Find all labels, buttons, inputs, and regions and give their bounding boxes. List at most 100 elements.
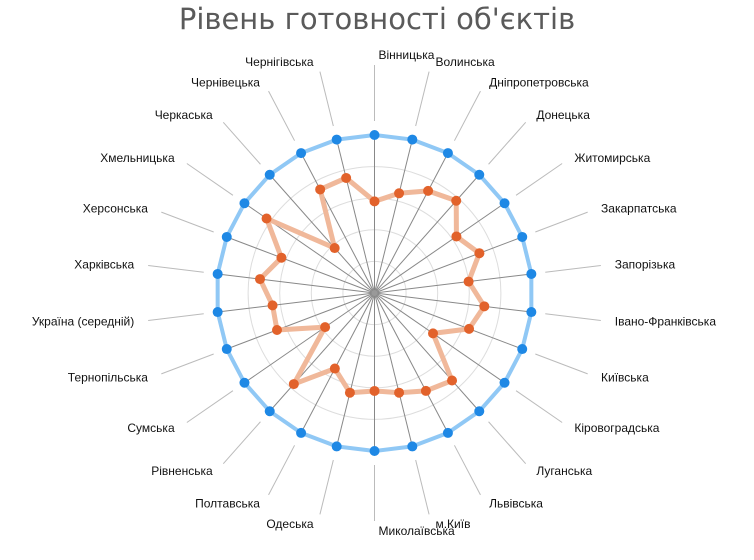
axis-spoke [300, 292, 375, 434]
label-leader-line [488, 421, 527, 464]
data-point-target [526, 307, 537, 318]
axis-spoke [374, 139, 413, 294]
data-point-actual [479, 301, 490, 312]
data-point-target [239, 198, 250, 209]
axis-label: Україна (середній) [32, 315, 134, 329]
axis-spoke [374, 292, 413, 447]
data-point-target [264, 406, 275, 417]
label-leader-line [319, 71, 334, 127]
axis-label: Житомирська [574, 151, 650, 165]
label-leader-line [545, 313, 601, 321]
axis-spoke [226, 236, 375, 294]
data-point-actual [329, 363, 340, 374]
axis-label: м.Київ [435, 517, 470, 531]
data-point-actual [394, 387, 405, 398]
label-leader-line [415, 459, 430, 515]
data-point-actual [369, 196, 380, 207]
data-point-actual [464, 323, 475, 334]
data-point-target [442, 427, 453, 438]
axis-spoke [374, 292, 480, 412]
axis-label: Львівська [489, 497, 543, 511]
axis-spoke [374, 273, 532, 294]
data-point-target [407, 441, 418, 452]
label-leader-line [148, 313, 204, 321]
label-leader-line [148, 265, 204, 273]
axis-spoke [269, 292, 375, 412]
axis-label: Херсонська [83, 202, 149, 216]
label-leader-line [488, 122, 527, 165]
axis-spoke [374, 152, 449, 294]
axis-spoke [374, 236, 523, 294]
axis-label: Миколаївська [379, 524, 456, 538]
data-point-target [474, 169, 485, 180]
data-point-target [264, 169, 275, 180]
label-leader-line [222, 421, 261, 464]
axis-label: Черкаська [155, 108, 213, 122]
axis-spoke [374, 292, 532, 313]
data-point-actual [474, 248, 485, 259]
axis-label: Київська [601, 370, 649, 384]
data-point-actual [255, 274, 266, 285]
data-point-actual [341, 172, 352, 183]
label-leader-line [268, 90, 296, 141]
axis-spoke [217, 273, 375, 294]
data-point-target [499, 198, 510, 209]
data-point-actual [423, 185, 434, 196]
data-point-target [499, 377, 510, 388]
axis-spoke [269, 174, 375, 294]
axis-label: Сумська [127, 421, 175, 435]
axis-label: Запорізька [615, 257, 676, 271]
data-point-target [517, 344, 528, 355]
data-point-actual [267, 300, 278, 311]
label-leader-line [186, 163, 234, 196]
data-point-actual [451, 195, 462, 206]
axis-spoke [374, 174, 480, 294]
data-point-actual [451, 231, 462, 242]
data-point-target [296, 427, 307, 438]
data-point-target [369, 130, 380, 140]
chart-title: Рівень готовності об'єктів [178, 2, 576, 36]
data-point-actual [320, 322, 331, 333]
axis-spoke [374, 292, 505, 384]
axis-spoke [226, 292, 375, 350]
axis-spoke [336, 292, 375, 447]
data-point-actual [428, 328, 439, 339]
axis-spoke [217, 292, 375, 313]
data-point-actual [344, 387, 355, 398]
axis-label: Волинська [435, 55, 495, 69]
axis-spoke [300, 152, 375, 294]
axis-label: Тернопільська [68, 370, 148, 384]
label-leader-line [453, 445, 481, 496]
data-point-actual [369, 385, 380, 396]
data-point-target [239, 377, 250, 388]
axis-label: Полтавська [195, 497, 260, 511]
axis-label: Харківська [74, 257, 134, 271]
data-point-target [526, 268, 537, 279]
label-leader-line [161, 211, 214, 233]
data-point-actual [447, 375, 458, 386]
data-point-actual [271, 324, 282, 335]
data-point-actual [394, 188, 405, 199]
chart-center [371, 290, 378, 296]
axis-label: Івано-Франківська [615, 315, 717, 329]
data-point-target [221, 344, 232, 355]
label-leader-line [161, 353, 214, 375]
axis-label: Донецька [536, 108, 590, 122]
data-point-target [369, 446, 380, 456]
data-point-actual [420, 385, 431, 396]
axis-label: Закарпатська [601, 202, 677, 216]
data-point-target [296, 148, 307, 159]
axis-label: Рівненська [151, 464, 213, 478]
axis-spoke [336, 139, 375, 294]
axis-label: Кіровоградська [574, 421, 659, 435]
label-leader-line [319, 459, 334, 515]
axis-spoke [374, 292, 523, 350]
axis-label: Одеська [266, 517, 314, 531]
label-leader-line [535, 353, 588, 375]
data-point-actual [463, 276, 474, 287]
label-leader-line [515, 390, 563, 423]
label-leader-line [515, 163, 563, 196]
data-point-actual [315, 184, 326, 195]
label-leader-line [222, 122, 261, 165]
label-leader-line [535, 211, 588, 233]
